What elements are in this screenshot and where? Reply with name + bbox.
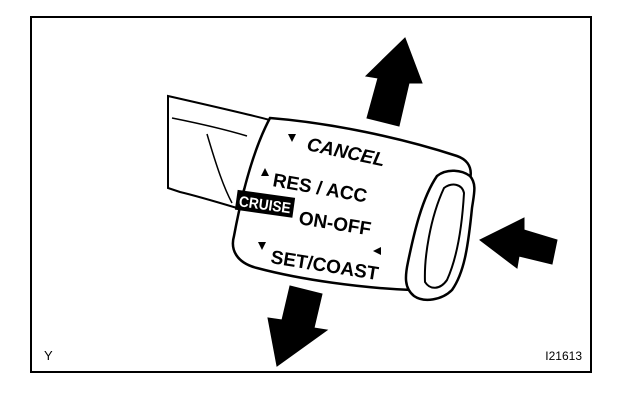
- corner-letter: Y: [44, 348, 53, 363]
- left-arrow-icon: [479, 217, 558, 269]
- cruise-control-diagram: CANCEL RES / ACC CRUISE ON-OFF SET/COAST: [167, 37, 558, 367]
- triangle-marker-icon: [261, 168, 269, 176]
- cruise-badge-bg: [234, 189, 296, 218]
- triangle-marker-icon: [288, 134, 296, 142]
- down-arrow-icon: [267, 285, 329, 367]
- figure-frame: CANCEL RES / ACC CRUISE ON-OFF SET/COAST…: [30, 16, 592, 373]
- figure-code: I21613: [545, 349, 582, 363]
- triangle-marker-icon: [258, 242, 266, 250]
- lever-arm-inner-line: [206, 133, 233, 204]
- up-arrow-icon: [364, 37, 423, 127]
- lever-arm-highlight: [171, 117, 248, 137]
- end-cap-inner: [423, 183, 466, 289]
- triangle-marker-icon: [373, 247, 381, 255]
